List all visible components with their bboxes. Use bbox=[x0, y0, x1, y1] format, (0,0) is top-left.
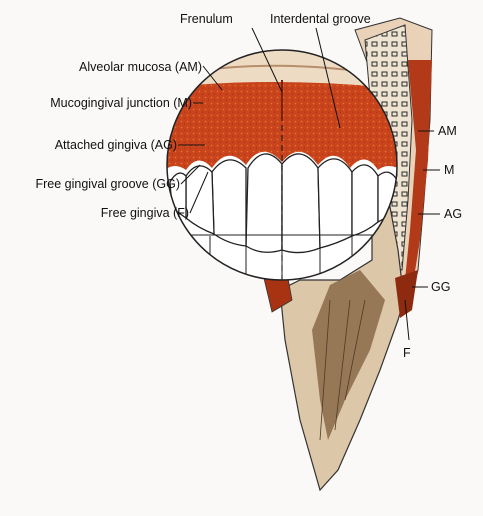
outer-gingiva bbox=[404, 60, 432, 290]
label-ag: AG bbox=[444, 207, 463, 221]
label-f: F bbox=[403, 346, 411, 360]
gingiva-band bbox=[167, 81, 397, 175]
free-gingiva-wedge bbox=[395, 270, 418, 318]
label-interdental-groove: Interdental groove bbox=[270, 12, 371, 26]
inset-circle bbox=[166, 49, 398, 281]
label-gg: GG bbox=[431, 280, 451, 294]
label-frenulum: Frenulum bbox=[180, 12, 233, 26]
label-m: M bbox=[444, 163, 455, 177]
label-mucogingival-junction: Mucogingival junction (M) bbox=[50, 96, 192, 110]
label-free-gingival-groove: Free gingival groove (GG) bbox=[35, 177, 180, 191]
label-attached-gingiva: Attached gingiva (AG) bbox=[54, 138, 177, 152]
leader-lines bbox=[178, 27, 440, 341]
label-free-gingiva: Free gingiva (F) bbox=[100, 206, 189, 220]
pulp bbox=[312, 270, 385, 440]
label-alveolar-mucosa: Alveolar mucosa (AM) bbox=[79, 60, 202, 74]
label-am: AM bbox=[438, 124, 457, 138]
